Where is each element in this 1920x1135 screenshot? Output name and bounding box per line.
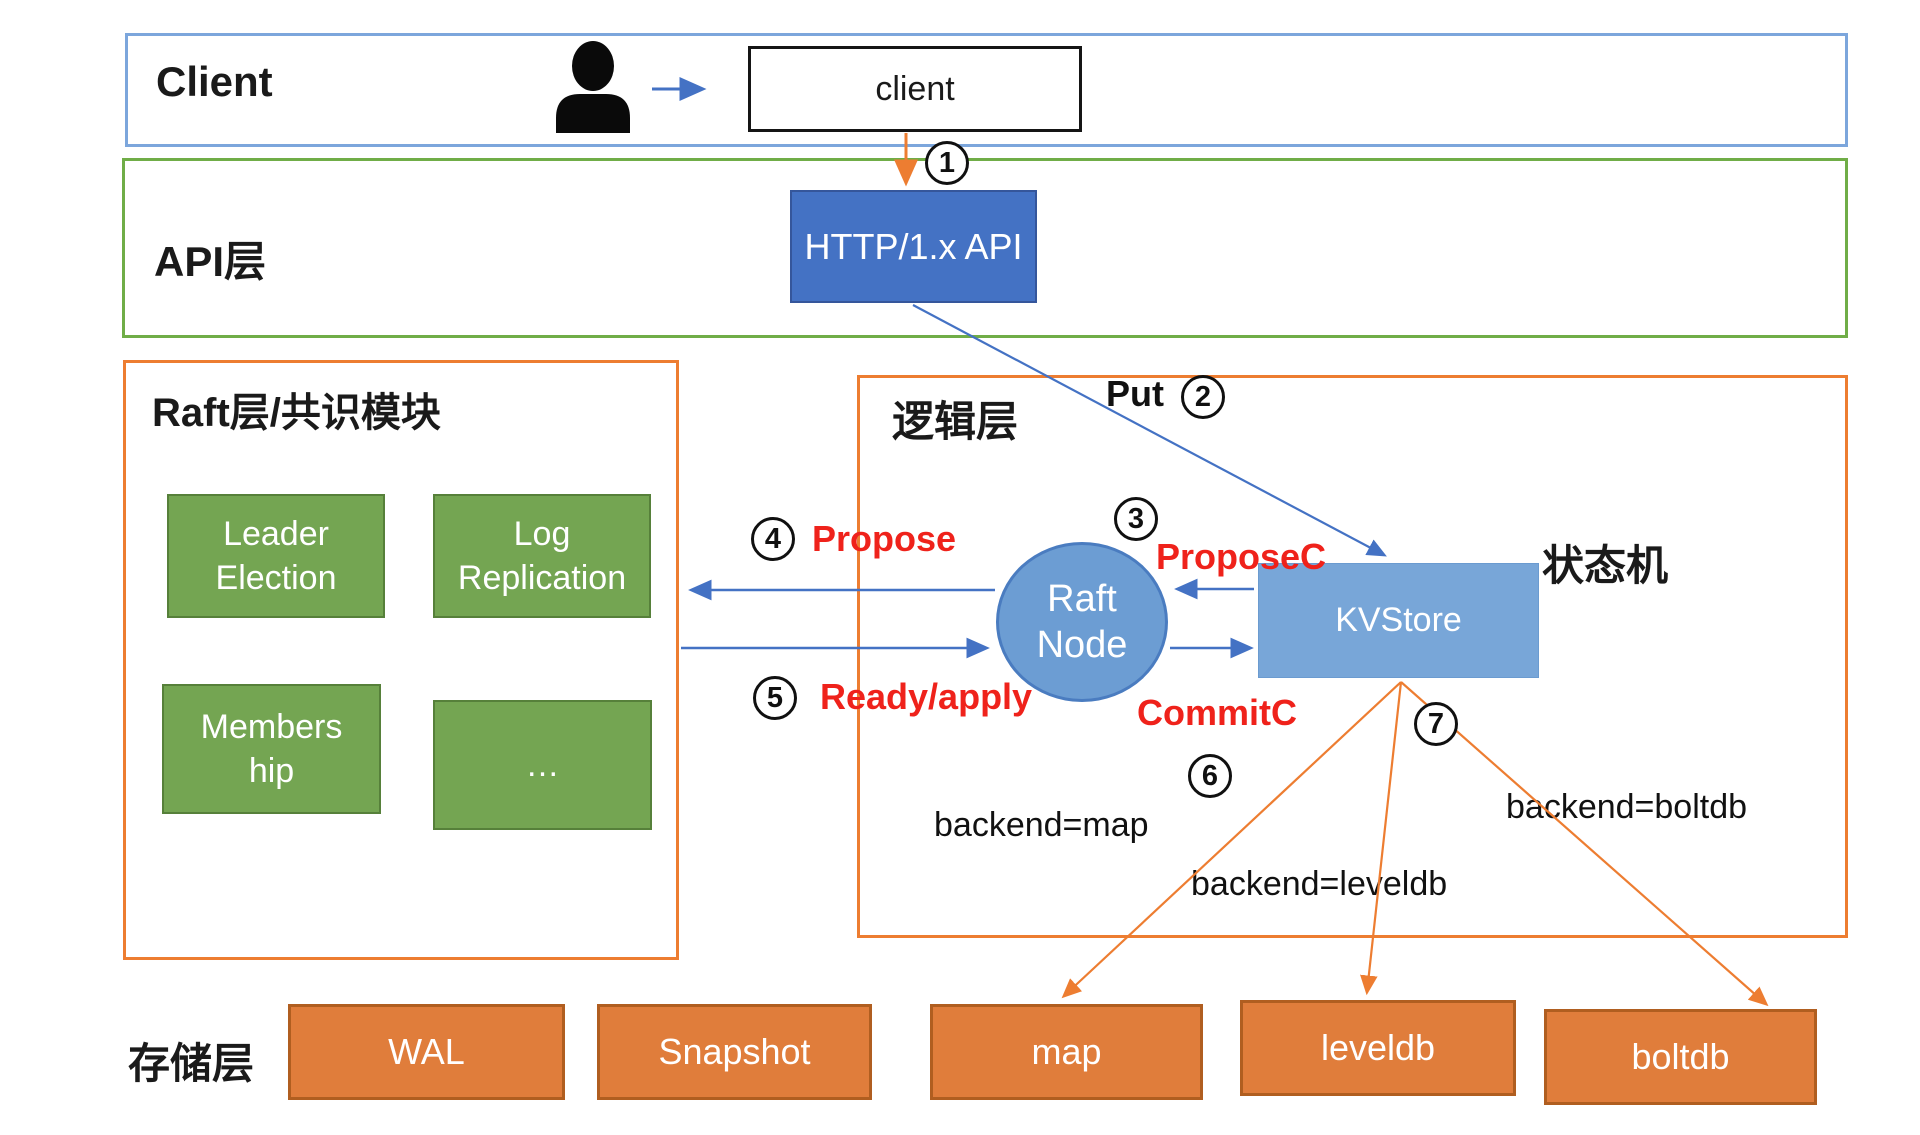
http-api-label: HTTP/1.x API xyxy=(804,225,1023,267)
module-label-line: Log xyxy=(513,514,571,553)
storage-box-label: WAL xyxy=(388,1031,465,1072)
step-circle-6: 6 xyxy=(1188,754,1232,798)
client-node-box[interactable]: client xyxy=(748,46,1082,132)
storage-box-wal[interactable]: WAL xyxy=(288,1004,565,1100)
step-circle-3: 3 xyxy=(1114,497,1158,541)
http-api-node-box[interactable]: HTTP/1.x API xyxy=(790,190,1037,303)
raft-layer-container xyxy=(123,360,679,960)
flow-label-put: Put xyxy=(1106,373,1164,414)
step-circle-5: 5 xyxy=(753,676,797,720)
flow-label-commitc: CommitC xyxy=(1137,692,1297,733)
module-label-line: Election xyxy=(215,559,337,597)
kvstore-label: KVStore xyxy=(1335,601,1462,639)
module-log-replication[interactable]: Log Replication xyxy=(433,494,651,618)
module-membership[interactable]: Members hip xyxy=(162,684,381,814)
flow-label-backend-boltdb: backend=boltdb xyxy=(1506,788,1748,826)
storage-box-snapshot[interactable]: Snapshot xyxy=(597,1004,872,1100)
step-circle-2: 2 xyxy=(1181,375,1225,419)
module-label-line: … xyxy=(525,745,560,784)
module-label-line: hip xyxy=(248,752,295,790)
storage-box-boltdb[interactable]: boltdb xyxy=(1544,1009,1817,1105)
raft-node-circle[interactable]: Raft Node xyxy=(996,542,1168,702)
client-node-label: client xyxy=(875,69,955,108)
module-ellipsis[interactable]: … xyxy=(433,700,652,830)
flow-label-ready-apply: Ready/apply xyxy=(820,676,1033,717)
client-layer-container xyxy=(125,33,1848,147)
storage-layer-label: 存储层 xyxy=(128,1040,255,1087)
logic-layer-label: 逻辑层 xyxy=(892,398,1019,445)
module-leader-election[interactable]: Leader Election xyxy=(167,494,385,618)
client-layer-label: Client xyxy=(156,58,273,105)
storage-box-leveldb[interactable]: leveldb xyxy=(1240,1000,1516,1096)
state-machine-label: 状态机 xyxy=(1542,542,1669,589)
raft-node-line2: Node xyxy=(1036,624,1128,666)
storage-box-label: boltdb xyxy=(1631,1036,1730,1077)
module-label-line: Leader xyxy=(223,514,329,553)
module-label-line: Replication xyxy=(457,559,627,597)
step-circle-4: 4 xyxy=(751,517,795,561)
storage-box-label: Snapshot xyxy=(658,1031,811,1072)
api-layer-label: API层 xyxy=(154,238,267,285)
flow-label-propose: Propose xyxy=(812,518,957,559)
module-label-line: Members xyxy=(200,707,343,746)
flow-label-proposec: ProposeC xyxy=(1156,536,1327,577)
raft-node-line1: Raft xyxy=(1047,577,1117,620)
user-person-icon xyxy=(556,41,630,133)
step-circle-7: 7 xyxy=(1414,702,1458,746)
storage-box-label: map xyxy=(1031,1031,1102,1072)
kvstore-node-box[interactable]: KVStore xyxy=(1258,563,1539,678)
step-circle-1: 1 xyxy=(925,141,969,185)
raft-layer-title: Raft层/共识模块 xyxy=(152,391,441,435)
flow-label-backend-leveldb: backend=leveldb xyxy=(1191,865,1448,903)
storage-box-map[interactable]: map xyxy=(930,1004,1203,1100)
storage-box-label: leveldb xyxy=(1320,1027,1436,1068)
flow-label-backend-map: backend=map xyxy=(934,806,1149,844)
